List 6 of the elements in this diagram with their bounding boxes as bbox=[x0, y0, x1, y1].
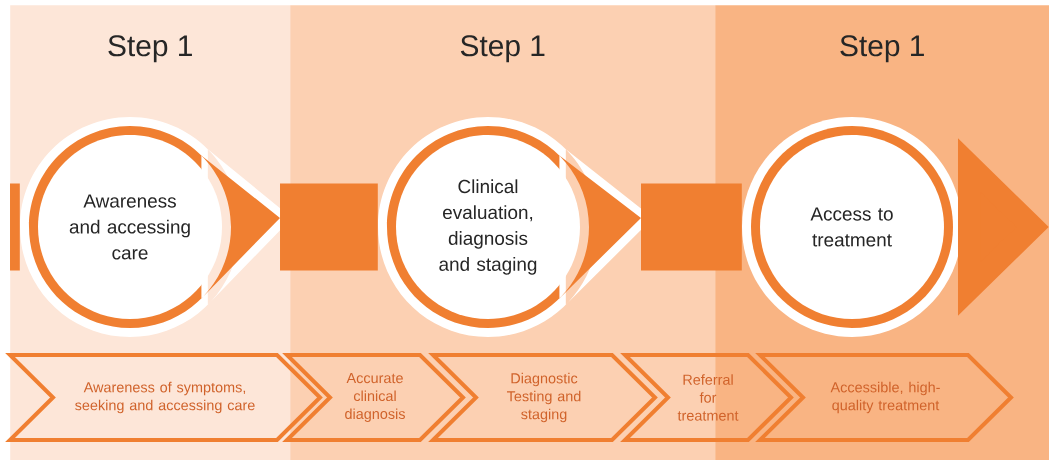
chevron-box: Accessible, high-quality treatment bbox=[755, 353, 1014, 442]
chevron-box: Referral for treatment bbox=[620, 353, 794, 442]
chevron-box: Diagnostic Testing and staging bbox=[428, 353, 658, 442]
chevron-box: Awareness of symptoms, seeking and accessing care bbox=[5, 353, 323, 442]
chevron-box: Accurate clinical diagnosis bbox=[282, 353, 466, 442]
circle-node: Access to treatment bbox=[742, 117, 962, 337]
